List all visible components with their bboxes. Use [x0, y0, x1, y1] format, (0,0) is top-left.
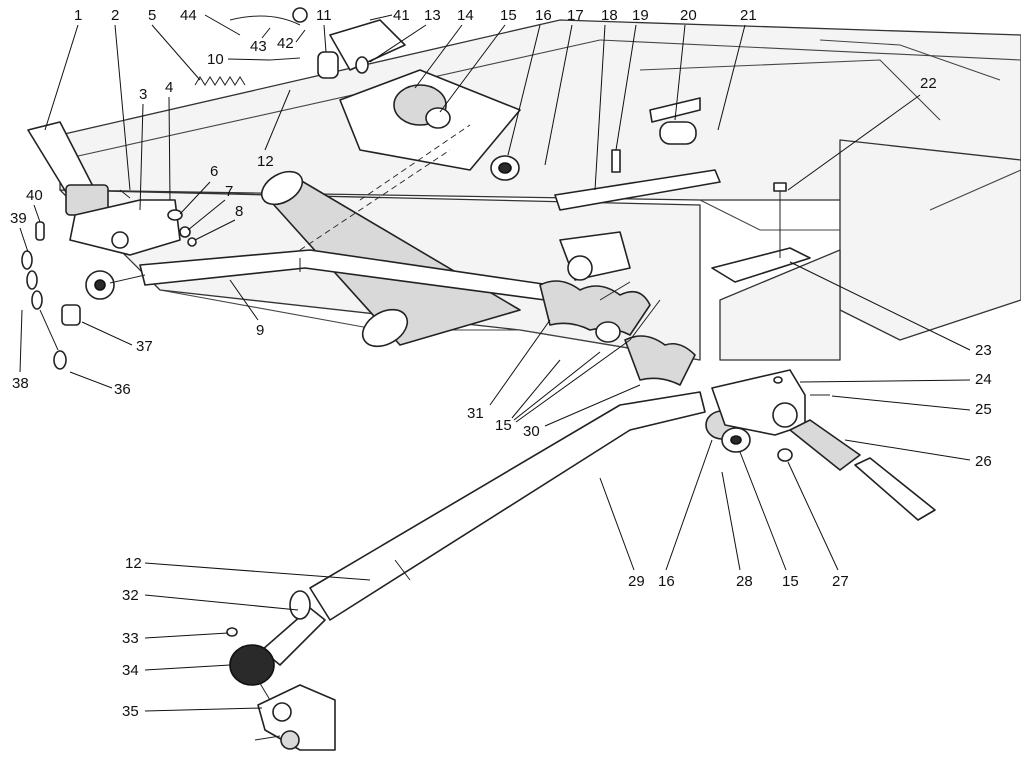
callout-33: 34: [122, 662, 139, 679]
callout-40: 40: [26, 187, 43, 204]
callout-23: 23: [975, 342, 992, 359]
callout-38: 38: [12, 375, 29, 392]
callout-12-lower: 12: [125, 555, 142, 572]
tie-rod: [309, 391, 751, 621]
callout-2: 2: [111, 7, 119, 24]
callout-10: 10: [207, 51, 224, 68]
callout-30: 30: [523, 423, 540, 440]
callout-8: 8: [235, 203, 243, 220]
callout-29: 29: [628, 573, 645, 590]
callout-43: 43: [250, 38, 267, 55]
callouts: 1 2 3 4 5 6 7 8 9 10 11 12 13 14 15 16 1: [10, 7, 992, 720]
callout-19: 19: [632, 7, 649, 24]
machine-frame: [59, 19, 1021, 361]
callout-20: 20: [680, 7, 697, 24]
right-upper-hardware: [554, 97, 811, 283]
callout-39: 39: [10, 210, 27, 227]
callout-31: 31: [467, 405, 484, 422]
tie-rod-end: [226, 590, 336, 751]
callout-3: 3: [139, 86, 147, 103]
callout-14: 14: [457, 7, 474, 24]
chain: [21, 221, 67, 370]
callout-17: 17: [567, 7, 584, 24]
callout-35: 32: [122, 587, 139, 604]
callout-32: 35: [122, 703, 139, 720]
callout-16-lower: 16: [658, 573, 675, 590]
callout-18: 18: [601, 7, 618, 24]
callout-5: 5: [148, 7, 156, 24]
callout-42: 42: [277, 35, 294, 52]
callout-37: 37: [136, 338, 153, 355]
callout-9: 9: [256, 322, 264, 339]
spring: [194, 76, 246, 86]
callout-13: 13: [424, 7, 441, 24]
callout-22: 22: [920, 75, 937, 92]
right-end-block: [711, 369, 936, 521]
callout-6: 6: [210, 163, 218, 180]
callout-12: 12: [257, 153, 274, 170]
callout-1: 1: [74, 7, 82, 24]
callout-25: 25: [975, 401, 992, 418]
callout-28: 28: [736, 573, 753, 590]
callout-7: 7: [225, 183, 233, 200]
callout-27: 27: [832, 573, 849, 590]
callout-21: 21: [740, 7, 757, 24]
pedal-bracket-assembly: [27, 121, 197, 256]
callout-26: 26: [975, 453, 992, 470]
steering-box-boots: [539, 231, 696, 386]
callout-16-upper: 16: [535, 7, 552, 24]
pivot-bracket: [299, 69, 521, 251]
callout-15-upper: 15: [500, 7, 517, 24]
callout-4: 4: [165, 79, 173, 96]
callout-15-middle: 15: [495, 417, 512, 434]
callout-34: 33: [122, 630, 139, 647]
callout-44: 44: [180, 7, 197, 24]
callout-41: 41: [393, 7, 410, 24]
callout-24: 24: [975, 371, 992, 388]
callout-11: 11: [316, 7, 332, 24]
upper-hardware: [194, 7, 406, 86]
callout-15-lower: 15: [782, 573, 799, 590]
callout-36: 36: [114, 381, 131, 398]
